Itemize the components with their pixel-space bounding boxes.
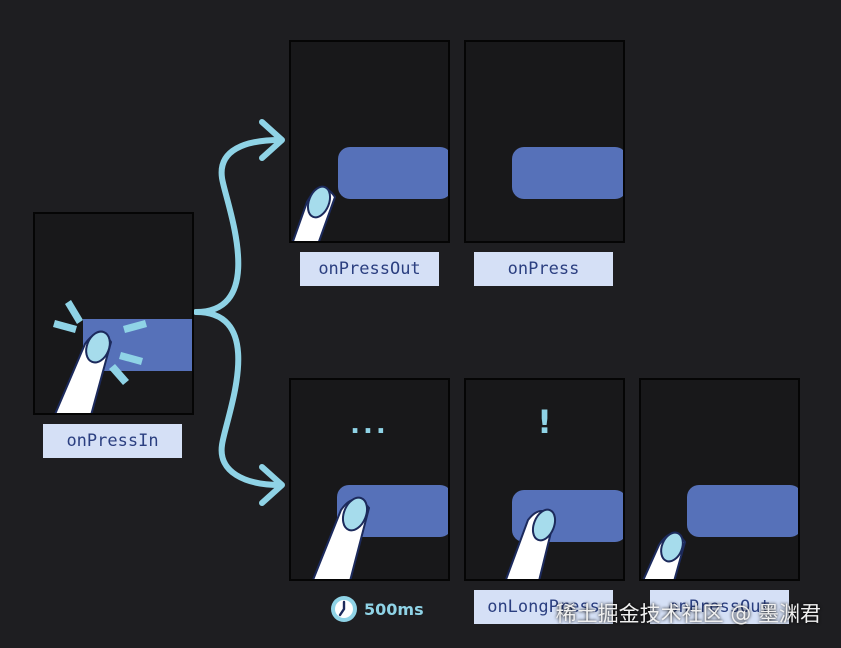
hold-dots: ...	[350, 410, 389, 440]
hold-duration: 500ms	[364, 599, 424, 619]
finger-icon	[312, 496, 371, 579]
panel-press-in	[33, 212, 194, 415]
touchable-button	[687, 485, 798, 537]
label-press-in: onPressIn	[43, 424, 182, 458]
arrow-to-press-out	[193, 137, 283, 315]
panel-hold	[289, 378, 450, 581]
touchable-button	[512, 147, 623, 199]
clock-icon	[331, 596, 357, 622]
finger-icon	[505, 508, 557, 579]
panel-press	[464, 40, 625, 243]
label-press-out-top: onPressOut	[300, 252, 439, 286]
long-press-exclamation: !	[537, 403, 552, 441]
finger-icon	[292, 185, 337, 241]
arrow-head-top	[259, 119, 285, 161]
finger-icon	[54, 330, 113, 413]
panel-press-out-bottom	[639, 378, 800, 581]
label-long-press: onLongPress	[474, 590, 613, 624]
watermark: 稀土掘金技术社区 @ 墨渊君	[555, 602, 821, 626]
tap-burst-icon	[53, 300, 147, 385]
hold-timer: 500ms	[330, 595, 424, 623]
arrow-to-long-press	[193, 309, 283, 488]
arrow-head-bottom	[259, 464, 285, 506]
finger-icon	[642, 531, 687, 579]
touchable-button	[338, 147, 448, 199]
panel-press-out-top	[289, 40, 450, 243]
panel-long-press	[464, 378, 625, 581]
label-press-out-bottom: onPressOut	[650, 590, 789, 624]
label-press: onPress	[474, 252, 613, 286]
